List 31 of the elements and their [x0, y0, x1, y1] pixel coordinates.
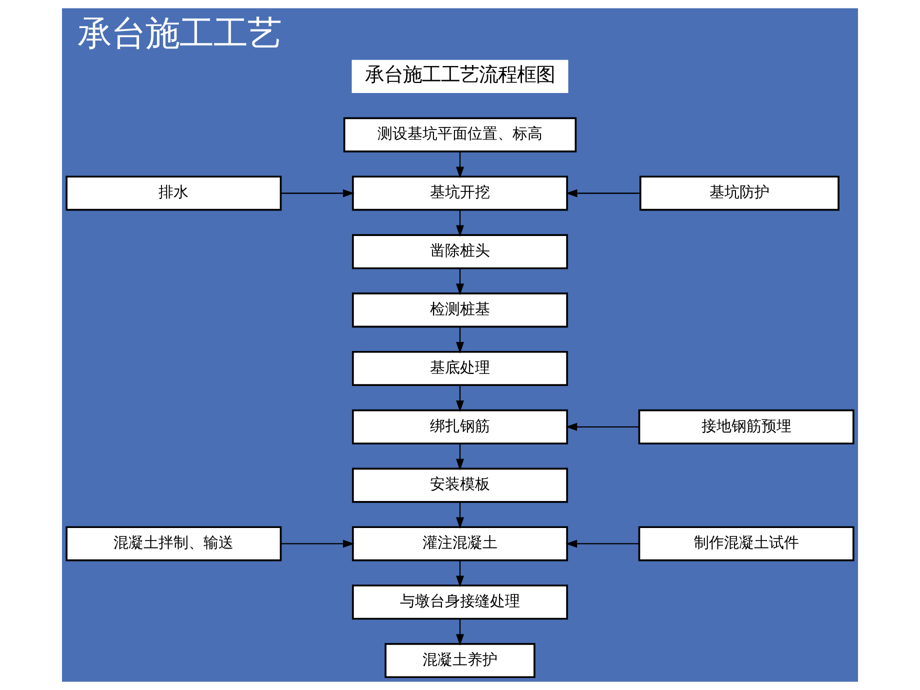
node-box: 安装模板: [352, 468, 568, 503]
node-box: 接地钢筋预埋: [638, 409, 854, 444]
node-box: 测设基坑平面位置、标高: [343, 117, 577, 152]
arrow: [456, 444, 464, 470]
arrow: [456, 502, 464, 529]
node-box: 混凝土拌制、输送: [66, 526, 282, 562]
arrow: [456, 326, 464, 354]
node-box: 检测桩基: [352, 292, 568, 328]
label: 承台施工工艺流程框图: [365, 63, 555, 86]
node-box: 基坑开挖: [352, 176, 568, 211]
arrow: [456, 385, 464, 412]
arrow: [456, 152, 464, 178]
node-box: 灌注混凝土: [352, 526, 568, 562]
node-box: 绑扎钢筋: [352, 409, 568, 444]
node-box: 基底处理: [352, 350, 568, 386]
arrow: [456, 210, 464, 237]
arrow: [281, 189, 354, 198]
node-box: 与墩台身接缝处理: [352, 584, 568, 620]
node-box: 混凝土养护: [384, 643, 536, 678]
arrow: [456, 560, 464, 588]
arrow: [281, 540, 354, 548]
arrow: [566, 422, 640, 431]
arrow: [566, 540, 640, 548]
arrow: [456, 618, 464, 646]
node-box: 基坑防护: [639, 176, 840, 211]
node-box: 凿除桩头: [352, 234, 568, 270]
arrow: [566, 189, 640, 198]
node-box: 制作混凝土试件: [638, 526, 854, 562]
diagram-title: 承台施工工艺: [77, 14, 282, 54]
arrow: [456, 268, 464, 296]
node-box: 排水: [66, 176, 282, 211]
